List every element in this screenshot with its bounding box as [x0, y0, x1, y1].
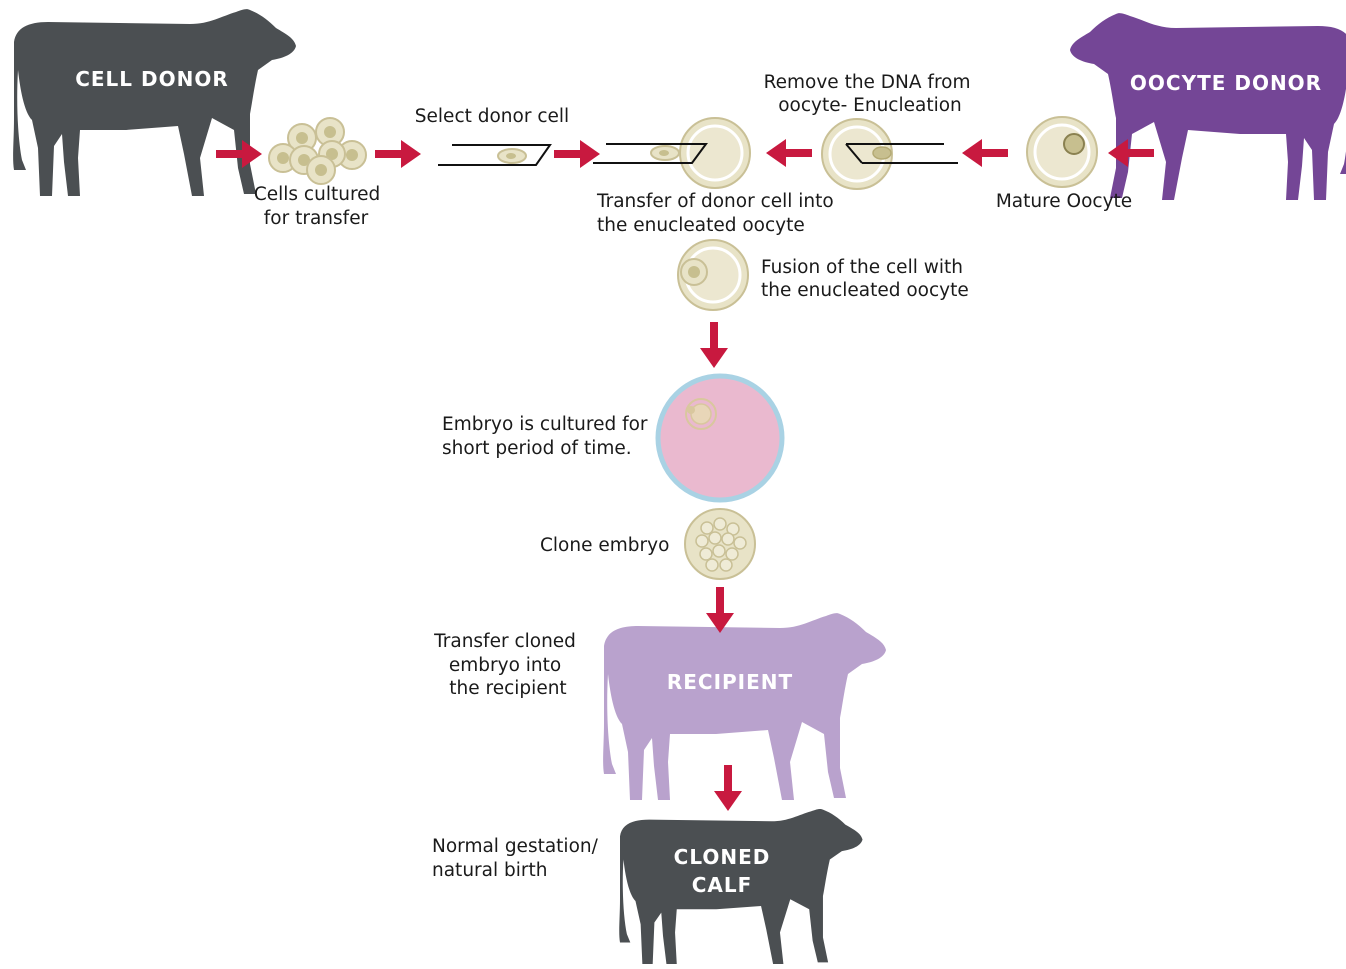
transfer-cloned-label: Transfer cloned embryo into the recipien… — [433, 631, 582, 699]
clone-embryo — [685, 509, 755, 579]
mature-oocyte-label: Mature Oocyte — [996, 191, 1132, 212]
embryo-cultured-label: Embryo is cultured for short period of t… — [442, 414, 653, 459]
cells-cultured-label: Cells cultured for transfer — [254, 184, 386, 229]
cell-donor-cow: CELL DONOR — [13, 9, 296, 196]
fusion-oocyte — [678, 240, 748, 310]
recipient-cow: RECIPIENT — [603, 613, 886, 800]
cell-donor-silhouette — [13, 9, 296, 196]
gestation-label: Normal gestation/ natural birth — [432, 836, 604, 881]
arrow-down-3 — [714, 765, 742, 811]
cloned-calf-cow: CLONED CALF — [619, 809, 862, 964]
transfer-oocyte — [593, 118, 750, 188]
recipient-label: RECIPIENT — [667, 670, 793, 694]
cell-donor-label: CELL DONOR — [75, 67, 229, 91]
oocyte-donor-label: OOCYTE DONOR — [1130, 71, 1322, 95]
select-donor-pipette — [438, 145, 550, 165]
recipient-silhouette — [603, 613, 886, 800]
arrow-down-1 — [700, 322, 728, 368]
oocyte-donor-cow: OOCYTE DONOR — [1070, 13, 1346, 200]
clone-embryo-label: Clone embryo — [540, 535, 669, 556]
remove-dna-label: Remove the DNA from oocyte- Enucleation — [764, 72, 977, 116]
arrow-right-2 — [375, 140, 421, 168]
fusion-label: Fusion of the cell with the enucleated o… — [761, 257, 969, 301]
arrow-left-1 — [766, 139, 812, 167]
arrow-left-2 — [962, 139, 1008, 167]
select-donor-label: Select donor cell — [415, 106, 569, 127]
oocyte-donor-silhouette — [1070, 13, 1346, 200]
cloned-calf-label-line1: CLONED — [674, 845, 771, 869]
cultured-cells-cluster — [269, 118, 366, 184]
mature-oocyte — [1027, 117, 1097, 187]
cloned-calf-label-line2: CALF — [692, 873, 753, 897]
enucleation-oocyte — [822, 119, 958, 189]
embryo-culture-dish — [658, 376, 782, 500]
arrow-down-2 — [706, 587, 734, 633]
transfer-donor-label: Transfer of donor cell into the enucleat… — [596, 191, 840, 236]
